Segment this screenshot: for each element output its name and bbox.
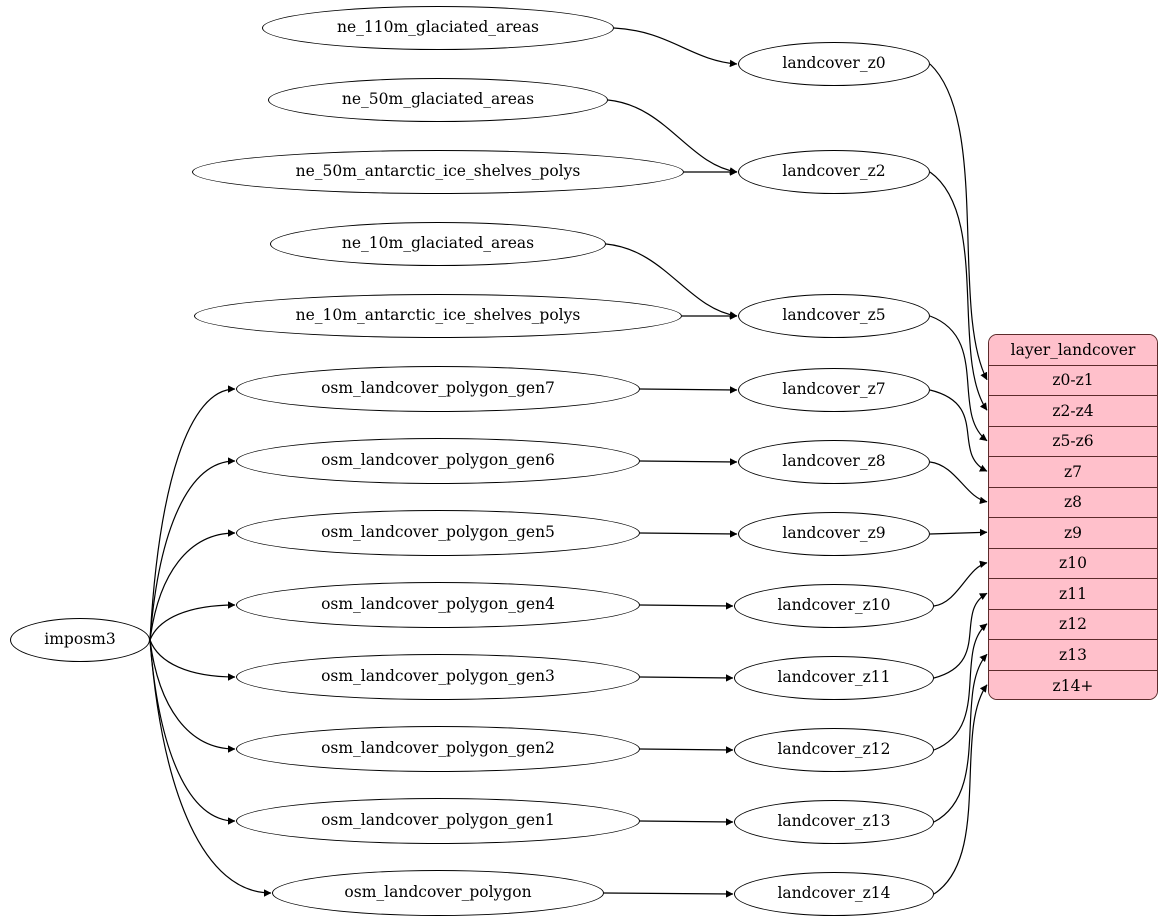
node-osm_landcover_polygon_gen4[interactable]: osm_landcover_polygon_gen4 — [236, 582, 640, 628]
node-landcover_z7[interactable]: landcover_z7 — [738, 368, 930, 412]
node-label: osm_landcover_polygon_gen7 — [321, 379, 555, 398]
edge — [639, 746, 734, 754]
node-landcover_z9[interactable]: landcover_z9 — [738, 512, 930, 556]
record-row-z10[interactable]: z10 — [989, 548, 1157, 579]
edge — [933, 653, 988, 823]
node-label: osm_landcover_polygon_gen5 — [321, 523, 555, 542]
node-osm_landcover_polygon_gen7[interactable]: osm_landcover_polygon_gen7 — [236, 366, 640, 412]
node-landcover_z5[interactable]: landcover_z5 — [738, 294, 930, 338]
edge — [933, 684, 988, 895]
edge — [929, 171, 988, 411]
node-landcover_z14[interactable]: landcover_z14 — [734, 872, 934, 916]
node-landcover_z2[interactable]: landcover_z2 — [738, 150, 930, 194]
node-ne_10m_glaciated_areas[interactable]: ne_10m_glaciated_areas — [270, 222, 606, 266]
record-row-z0-z1[interactable]: z0-z1 — [989, 365, 1157, 396]
node-label: ne_50m_glaciated_areas — [341, 90, 535, 109]
node-label: landcover_z8 — [782, 452, 886, 471]
node-label: imposm3 — [44, 630, 116, 649]
edge — [149, 639, 236, 753]
node-label: ne_50m_antarctic_ice_shelves_polys — [295, 162, 581, 181]
record-header: layer_landcover — [989, 335, 1157, 366]
node-landcover_z11[interactable]: landcover_z11 — [734, 656, 934, 700]
node-landcover_z10[interactable]: landcover_z10 — [734, 584, 934, 628]
edge — [929, 389, 988, 472]
edge — [149, 639, 236, 681]
node-label: landcover_z2 — [782, 162, 886, 181]
edge — [639, 458, 738, 466]
node-label: osm_landcover_polygon_gen4 — [321, 595, 555, 614]
node-label: ne_10m_antarctic_ice_shelves_polys — [295, 306, 581, 325]
edge — [603, 890, 734, 898]
record-row-z9[interactable]: z9 — [989, 518, 1157, 549]
node-landcover_z13[interactable]: landcover_z13 — [734, 800, 934, 844]
node-label: landcover_z0 — [782, 54, 886, 73]
node-ne_110m_glaciated_areas[interactable]: ne_110m_glaciated_areas — [262, 6, 614, 50]
node-osm_landcover_polygon_gen2[interactable]: osm_landcover_polygon_gen2 — [236, 726, 640, 772]
record-row-z11[interactable]: z11 — [989, 579, 1157, 610]
record-row-z5-z6[interactable]: z5-z6 — [989, 426, 1157, 457]
node-label: ne_10m_glaciated_areas — [341, 234, 535, 253]
record-row-z14+[interactable]: z14+ — [989, 670, 1157, 699]
node-label: landcover_z12 — [777, 740, 891, 759]
record-row-z2-z4[interactable]: z2-z4 — [989, 396, 1157, 427]
edge — [933, 623, 988, 751]
record-row-z8[interactable]: z8 — [989, 487, 1157, 518]
edge — [639, 602, 734, 610]
node-osm_landcover_polygon[interactable]: osm_landcover_polygon — [272, 870, 604, 916]
node-label: osm_landcover_polygon_gen3 — [321, 667, 555, 686]
node-osm_landcover_polygon_gen1[interactable]: osm_landcover_polygon_gen1 — [236, 798, 640, 844]
edge — [149, 529, 236, 641]
node-osm_landcover_polygon_gen3[interactable]: osm_landcover_polygon_gen3 — [236, 654, 640, 700]
node-landcover_z8[interactable]: landcover_z8 — [738, 440, 930, 484]
node-label: ne_110m_glaciated_areas — [336, 18, 540, 37]
edge — [929, 528, 988, 537]
node-label: osm_landcover_polygon — [344, 883, 532, 902]
record-row-z12[interactable]: z12 — [989, 609, 1157, 640]
node-landcover_z0[interactable]: landcover_z0 — [738, 42, 930, 86]
node-label: landcover_z7 — [782, 380, 886, 399]
node-label: osm_landcover_polygon_gen2 — [321, 739, 555, 758]
node-label: osm_landcover_polygon_gen1 — [321, 811, 555, 830]
node-label: landcover_z13 — [777, 812, 891, 831]
node-osm_landcover_polygon_gen5[interactable]: osm_landcover_polygon_gen5 — [236, 510, 640, 556]
edge — [639, 818, 734, 826]
edge — [933, 560, 988, 607]
node-ne_10m_antarctic_ice_shelves_polys[interactable]: ne_10m_antarctic_ice_shelves_polys — [194, 294, 682, 338]
node-ne_50m_glaciated_areas[interactable]: ne_50m_glaciated_areas — [268, 78, 608, 122]
node-label: landcover_z5 — [782, 306, 886, 325]
node-ne_50m_antarctic_ice_shelves_polys[interactable]: ne_50m_antarctic_ice_shelves_polys — [192, 150, 684, 194]
edge — [613, 27, 738, 68]
edge — [149, 639, 236, 825]
edge — [149, 601, 236, 641]
edge — [929, 63, 988, 381]
node-landcover_z12[interactable]: landcover_z12 — [734, 728, 934, 772]
node-label: landcover_z10 — [777, 596, 891, 615]
edge — [933, 592, 988, 679]
edge — [149, 457, 236, 641]
edge — [929, 315, 988, 442]
node-osm_landcover_polygon_gen6[interactable]: osm_landcover_polygon_gen6 — [236, 438, 640, 484]
edge — [639, 674, 734, 682]
record-row-z7[interactable]: z7 — [989, 457, 1157, 488]
node-label: landcover_z9 — [782, 524, 886, 543]
node-label: landcover_z11 — [777, 668, 891, 687]
record-row-z13[interactable]: z13 — [989, 640, 1157, 671]
edge — [639, 386, 738, 394]
node-label: osm_landcover_polygon_gen6 — [321, 451, 555, 470]
edge — [929, 461, 988, 505]
node-imposm3[interactable]: imposm3 — [10, 618, 150, 662]
edge — [639, 530, 738, 538]
node-label: landcover_z14 — [777, 884, 891, 903]
edge — [149, 385, 236, 641]
